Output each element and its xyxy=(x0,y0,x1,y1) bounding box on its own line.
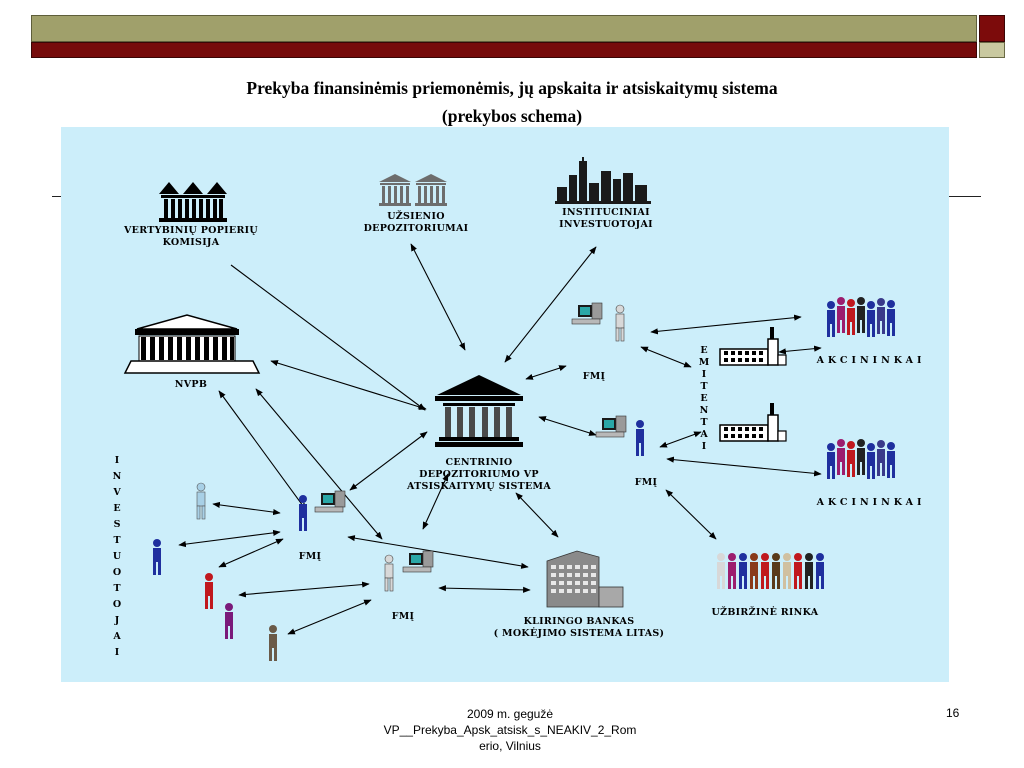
investor-figure-4-icon xyxy=(225,603,233,639)
slide-subtitle: (prekybos schema) xyxy=(441,106,583,126)
page-number: 16 xyxy=(946,706,960,720)
fmi-bottom-label: FMĮ xyxy=(391,611,415,622)
nvpb-building-icon xyxy=(123,314,261,374)
shareholders-bottom-label: AKCININKAI xyxy=(816,497,926,508)
fmi-left-workstation-icon xyxy=(299,490,346,531)
divider-right xyxy=(949,196,981,197)
otc-market-crowd-icon xyxy=(717,553,824,589)
header-band-olive xyxy=(31,15,977,42)
fmi-top-label: FMĮ xyxy=(582,371,606,382)
fmi-right-label: FMĮ xyxy=(634,477,658,488)
issuer-factory-top-icon xyxy=(719,326,787,366)
shareholders-top-crowd-icon xyxy=(827,297,895,337)
securities-commission-icon xyxy=(159,182,227,222)
clearing-bank-icon xyxy=(546,550,624,608)
footer-text: 2009 m. gegužė VP__Prekyba_Apsk_atsisk_s… xyxy=(383,707,637,753)
fmi-bottom-workstation-icon xyxy=(384,550,434,592)
diagram-canvas xyxy=(123,157,895,661)
foreign-depositories-icon xyxy=(379,174,447,206)
investor-figure-5-icon xyxy=(269,625,277,661)
central-depository-icon xyxy=(435,375,523,447)
fmi-top-workstation-icon xyxy=(571,302,625,342)
header-square-maroon xyxy=(979,15,1005,42)
fmi-right-workstation-icon xyxy=(595,415,644,456)
otc-market-label: UŽBIRŽINĖ RINKA xyxy=(711,607,819,618)
institutional-investors-icon xyxy=(555,157,651,204)
connector-arrows xyxy=(178,243,822,635)
investor-figure-2-icon xyxy=(153,539,161,575)
issuer-factory-bottom-icon xyxy=(719,402,787,442)
fmi-left-label: FMĮ xyxy=(298,551,322,562)
header-band-maroon xyxy=(31,42,977,58)
divider-left xyxy=(52,196,62,197)
shareholders-bottom-crowd-icon xyxy=(827,439,895,479)
investor-figure-3-icon xyxy=(205,573,213,609)
clearing-bank-label: KLIRINGO BANKAS( MOKĖJIMO SISTEMA LITAS) xyxy=(493,616,665,639)
shareholders-top-label: AKCININKAI xyxy=(816,355,926,366)
slide-title: Prekyba finansinėmis priemonėmis, jų aps… xyxy=(246,78,778,98)
header-square-olive xyxy=(979,42,1005,58)
nvpb-label: NVPB xyxy=(174,379,208,390)
investor-figure-1-icon xyxy=(196,482,206,520)
